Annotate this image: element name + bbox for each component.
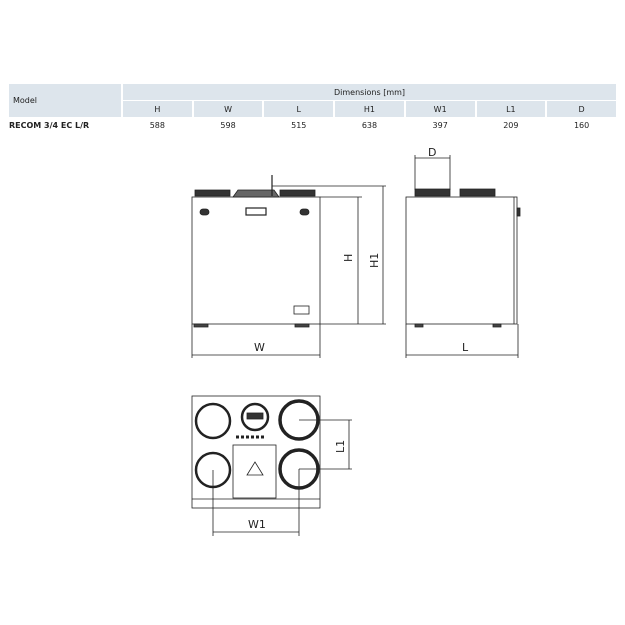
- dimensions-header: Dimensions [mm]: [123, 84, 616, 100]
- dimensions-table: Model Dimensions [mm] H W L H1 W1 L1 D R…: [7, 83, 618, 133]
- label-l: L: [462, 341, 469, 354]
- col-header: W1: [405, 101, 475, 117]
- label-w1: W1: [248, 518, 266, 531]
- label-h: H: [342, 254, 355, 262]
- cell: 515: [291, 120, 307, 130]
- front-view: [191, 175, 386, 358]
- model-header: Model: [9, 84, 121, 117]
- col-header: L1: [476, 101, 546, 117]
- label-l1: L1: [334, 440, 347, 453]
- label-h1: H1: [368, 253, 381, 268]
- cell: 209: [503, 120, 519, 130]
- col-header: H1: [335, 101, 404, 117]
- col-header: H: [123, 101, 192, 117]
- cell: 598: [220, 120, 236, 130]
- table-row: RECOM 3/4 EC L/R 588 598 515 638 397 209…: [9, 118, 616, 132]
- label-d: D: [428, 146, 436, 159]
- cell: 588: [149, 120, 165, 130]
- col-header: L: [264, 101, 334, 117]
- col-header: D: [547, 101, 616, 117]
- side-view: [405, 155, 521, 358]
- col-header: W: [193, 101, 263, 117]
- top-view: [191, 395, 352, 536]
- cell: 397: [432, 120, 448, 130]
- cell: 638: [361, 120, 378, 130]
- model-name: RECOM 3/4 EC L/R: [9, 120, 90, 130]
- cell: 160: [573, 120, 590, 130]
- label-w: W: [254, 341, 265, 354]
